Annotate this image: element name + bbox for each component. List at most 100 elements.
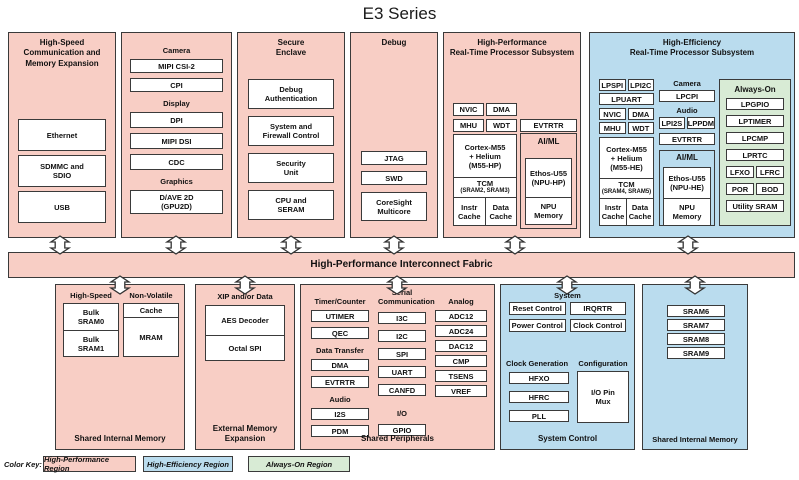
- nonvolatile-group: Cache MRAM: [123, 303, 179, 357]
- item-box: WDT: [627, 122, 654, 134]
- ethos-npu-he: Ethos-U55 (NPU-HE): [668, 174, 706, 192]
- item-box: PDM: [311, 425, 369, 437]
- item-box: EVTRTR: [311, 376, 369, 388]
- item-box: MHU: [453, 119, 484, 132]
- he-tcm: TCM (SRAM4, SRAM5): [600, 178, 653, 198]
- item-box: SRAM8: [667, 333, 725, 345]
- item-box: PLL: [509, 410, 569, 422]
- block-he-subsystem: High-Efficiency Real-Time Processor Subs…: [589, 32, 795, 238]
- item-box: NVIC: [453, 103, 484, 116]
- item-box: UART: [378, 366, 426, 378]
- data-transfer-header: Data Transfer: [316, 346, 364, 355]
- item-box: LPRTC: [726, 149, 784, 161]
- npu-memory: NPU Memory: [526, 197, 571, 224]
- interconnect-arrow-icon: [280, 235, 302, 255]
- ext-mem-group: AES Decoder Octal SPI: [205, 305, 285, 361]
- item-box: TSENS: [435, 370, 487, 382]
- interconnect-arrow-icon: [383, 235, 405, 255]
- coresight-box: CoreSight Multicore: [361, 192, 427, 221]
- item-box: HFXO: [509, 372, 569, 384]
- item-box: Debug Authentication: [248, 79, 334, 109]
- item-box: I2C: [378, 330, 426, 342]
- item-box: DAC12: [435, 340, 487, 352]
- interconnect-arrow-icon: [234, 275, 256, 295]
- item-box: Reset Control: [509, 302, 566, 315]
- item-box: MIPI DSI: [130, 133, 223, 149]
- he-aiml-group: AI/ML Ethos-U55 (NPU-HE) NPU Memory: [659, 150, 715, 226]
- aiml-label: AI/ML: [676, 153, 698, 162]
- he-lpuart-box: LPUART: [599, 93, 654, 105]
- block-label: Shared Peripherals: [361, 434, 434, 443]
- utility-sram-box: Utility SRAM: [726, 200, 784, 212]
- interconnect-arrow-icon: [556, 275, 578, 295]
- cache-cell: Instr Cache: [457, 203, 481, 221]
- hp-aiml-group: AI/ML Ethos-U55 (NPU-HP) NPU Memory: [520, 133, 577, 229]
- hp-tcm: TCM (SRAM2, SRAM3): [454, 177, 516, 197]
- tcm-label: TCM: [618, 180, 635, 190]
- item-box: ADC12: [435, 310, 487, 322]
- item-box: CMP: [435, 355, 487, 367]
- audio-header: Audio: [329, 395, 351, 404]
- npu-memory: NPU Memory: [664, 198, 710, 225]
- section-header-display: Display: [163, 99, 190, 108]
- item-box: IRQRTR: [569, 302, 626, 315]
- item-box: NVIC: [599, 108, 626, 120]
- always-on-title: Always-On: [734, 85, 776, 94]
- item-box: SRAM7: [667, 319, 725, 331]
- configuration-header: Configuration: [578, 359, 628, 368]
- interconnect-arrow-icon: [165, 235, 187, 255]
- item-box: Clock Control: [569, 319, 626, 332]
- fabric-label: High-Performance Interconnect Fabric: [310, 259, 493, 270]
- item-box: BOD: [756, 183, 784, 195]
- item-box: DPI: [130, 112, 223, 128]
- interconnect-arrow-icon: [386, 275, 408, 295]
- cortex-m55-hp: Cortex-M55 + Helium (M55-HP): [464, 142, 506, 170]
- cache-box: Cache: [139, 306, 163, 315]
- bulk-sram0: Bulk SRAM0: [77, 308, 105, 326]
- io-pin-mux-box: I/O Pin Mux: [577, 371, 629, 423]
- ethos-npu-hp: Ethos-U55 (NPU-HP): [529, 169, 568, 187]
- interconnect-arrow-icon: [49, 235, 71, 255]
- section-header-graphics: Graphics: [160, 177, 193, 186]
- graphics-items: D/AVE 2D (GPU2D): [130, 190, 223, 214]
- aiml-label: AI/ML: [537, 137, 560, 146]
- item-box: LPTIMER: [726, 115, 784, 127]
- item-box: Security Unit: [248, 153, 334, 183]
- item-box: SRAM9: [667, 347, 725, 359]
- clock-gen-header: Clock Generation: [505, 359, 569, 368]
- block-label: External Memory Expansion: [212, 424, 278, 443]
- jtag-box: JTAG: [361, 151, 427, 165]
- xip-header: XIP and/or Data: [217, 292, 273, 301]
- item-box: LFRC: [756, 166, 784, 178]
- hp-evtrtr-box: EVTRTR: [520, 119, 577, 132]
- interconnect-arrow-icon: [109, 275, 131, 295]
- mram-box: MRAM: [124, 317, 178, 357]
- item-box: Ethernet: [18, 119, 106, 151]
- item-box: USB: [18, 191, 106, 223]
- block-hp-subsystem: High-Performance Real-Time Processor Sub…: [443, 32, 581, 238]
- serial-comm-header: Serial Communication: [378, 288, 435, 306]
- cache-cell: Data Cache: [626, 199, 653, 225]
